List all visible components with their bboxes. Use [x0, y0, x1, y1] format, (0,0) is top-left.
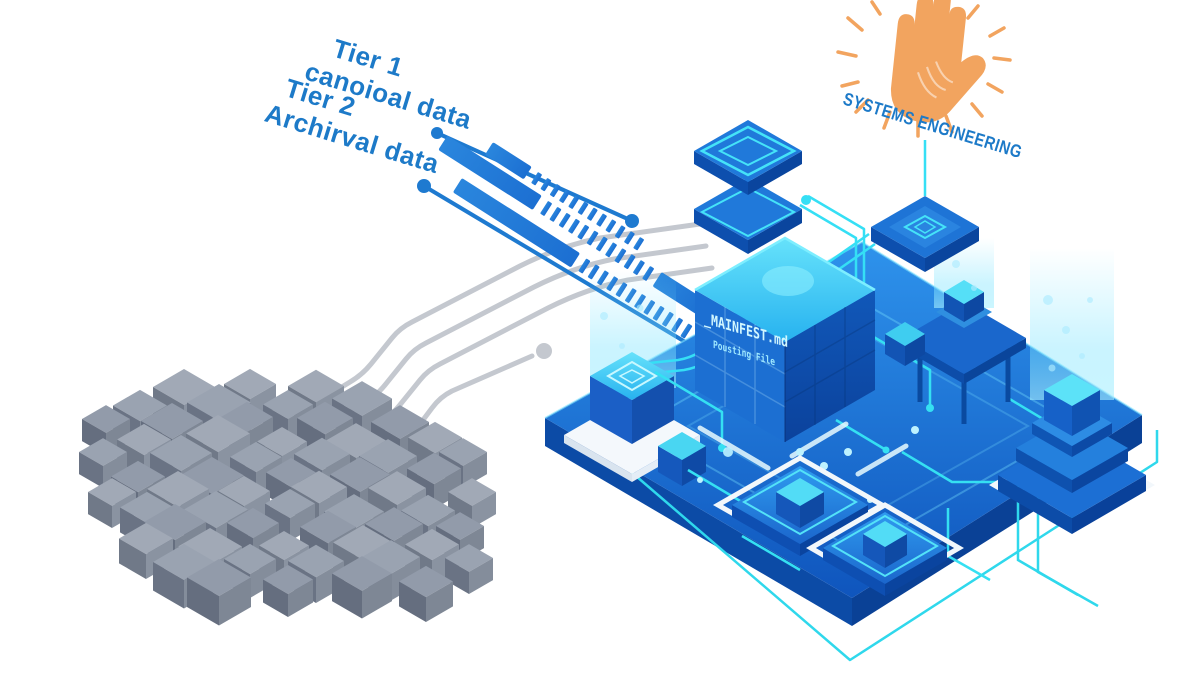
gray-cube-face [113, 389, 167, 422]
gray-cube-face [463, 452, 487, 488]
beam-particles [1043, 295, 1093, 372]
gray-cube-face [405, 528, 459, 561]
gray-cube-face [79, 452, 103, 488]
gray-cube-face [326, 423, 386, 458]
gray-cube-face [219, 577, 251, 626]
gray-cube-face [230, 441, 282, 473]
gray-cube-face [288, 579, 313, 617]
beam-particles [600, 260, 977, 349]
connector-dot [417, 179, 431, 193]
gray-cube-face [224, 543, 276, 575]
gray-cube-face [290, 503, 315, 541]
gray-cube-face [407, 452, 461, 485]
gray-cube-face [332, 573, 362, 619]
circuit-platform [544, 194, 1159, 662]
gray-cube-face [218, 475, 270, 507]
cube-edge-highlight [694, 236, 876, 292]
gray-cube-face [263, 579, 288, 617]
layer-stack [694, 120, 811, 254]
top-face-glow [762, 266, 814, 296]
pipe-hatch-marks [531, 172, 644, 251]
gray-cube-face [365, 507, 423, 541]
cube-grid-lines [784, 307, 876, 425]
gray-cube-face [408, 421, 462, 454]
stepped-pyramid [871, 140, 979, 272]
gray-cube-face [399, 565, 453, 598]
gray-cube-face [184, 490, 248, 529]
gray-cube-face [150, 435, 212, 471]
connector-dot [625, 214, 639, 228]
gray-cube-face [82, 405, 130, 433]
gray-cube-cluster [79, 368, 496, 626]
pipe-segment [453, 178, 580, 267]
gray-cube-face [448, 478, 496, 506]
gray-cube-face [472, 492, 496, 528]
gray-cube-face [399, 581, 426, 622]
gray-cube-face [141, 403, 203, 439]
gray-cube-face [178, 527, 242, 566]
gray-cube-face [79, 438, 127, 466]
manifest-cube: _MAINFEST.md Pousting File [694, 236, 876, 442]
gray-cube-face [187, 577, 219, 626]
gray-cube-face [362, 540, 420, 574]
gray-cube-face [88, 478, 136, 506]
gray-cube-face [117, 423, 171, 456]
gray-cube-face [426, 581, 453, 622]
manifest-cube-left-face [695, 290, 785, 442]
white-base-side [564, 435, 632, 482]
center-pad-2 [806, 502, 964, 596]
gray-cube-face [147, 471, 209, 507]
pad-cube-glyph [618, 369, 646, 384]
gray-cube-face [119, 522, 173, 555]
pipe-segment [485, 142, 532, 179]
gray-cube-face [153, 562, 184, 609]
gray-cube-face [103, 452, 127, 488]
gray-cube-face [434, 468, 461, 509]
sunburst-rays-icon [836, 0, 1012, 138]
connector-line [435, 131, 632, 222]
hand-badge: SYSTEMS ENGINEERING [836, 0, 1025, 162]
pipe-segment [439, 136, 542, 210]
connector-dot [431, 127, 443, 139]
gray-cube-face [332, 381, 392, 416]
gray-cube-face [445, 544, 493, 572]
gray-cube-face [119, 538, 146, 579]
gray-cube-face [439, 438, 487, 466]
gray-cube-face [111, 460, 165, 493]
gray-cube-face [362, 573, 392, 619]
gray-cube-face [469, 558, 493, 594]
gray-cube-face [401, 494, 455, 527]
small-chip-cube [885, 322, 925, 366]
pad-cube-glyph [606, 360, 658, 392]
gray-cube-face [187, 558, 251, 597]
hanging-trace-outline [1036, 492, 1099, 608]
right-stepped-pyramid [988, 295, 1156, 534]
gray-cube-face [88, 492, 112, 528]
gray-line-endpoint-dot [536, 343, 552, 359]
pad-cube-top [590, 352, 674, 400]
pad-cube-right [632, 376, 674, 444]
center-pad-1 [712, 455, 888, 556]
gray-cube-face [224, 368, 276, 400]
cube-grid-lines [694, 307, 786, 424]
gray-cube-face [227, 507, 279, 539]
palm-crease-lines [916, 61, 954, 99]
small-chip-cube [658, 432, 706, 486]
gray-cube-face [436, 512, 484, 540]
gray-cube-face [330, 457, 390, 492]
manifest-cube-right-face [785, 290, 875, 442]
gray-cube-face [445, 558, 469, 594]
stack-connector-dot [801, 195, 811, 205]
hand-icon [890, 0, 986, 123]
gray-cube-face [250, 559, 276, 598]
pad-cube-left [590, 376, 632, 444]
